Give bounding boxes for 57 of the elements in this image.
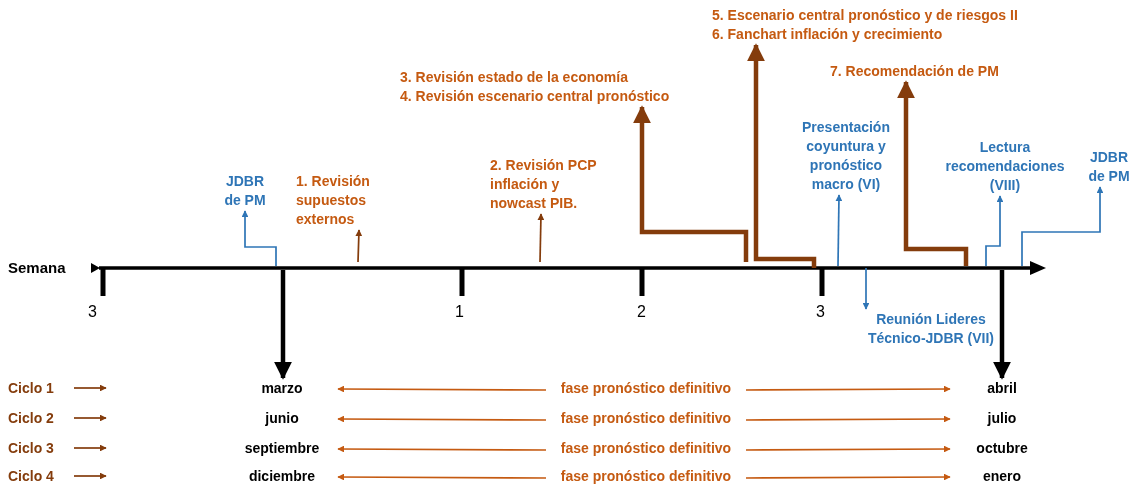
arrow bbox=[897, 80, 969, 266]
arrow bbox=[241, 210, 277, 267]
arrow bbox=[1021, 186, 1104, 267]
event-text: Reunión Lideres Técnico-JDBR (VII) bbox=[856, 310, 1006, 348]
event-text: JDBR de PM bbox=[220, 172, 270, 210]
arrow bbox=[862, 267, 870, 310]
cycle-label: Ciclo 2 bbox=[8, 409, 72, 428]
event-text: Presentación coyuntura y pronóstico macro (VI) bbox=[788, 118, 904, 194]
arrow bbox=[355, 229, 363, 263]
arrow bbox=[745, 473, 951, 481]
month-label: septiembre bbox=[228, 439, 336, 458]
arrow bbox=[993, 270, 1011, 380]
arrow bbox=[633, 105, 749, 262]
event-text: Lectura recomendaciones (VIII) bbox=[930, 138, 1080, 195]
phase-label: fase pronóstico definitivo bbox=[548, 409, 744, 428]
phase-label: fase pronóstico definitivo bbox=[548, 439, 744, 458]
month-label: octubre bbox=[952, 439, 1052, 458]
arrow bbox=[73, 444, 107, 452]
month-label: enero bbox=[952, 467, 1052, 486]
arrow bbox=[337, 415, 547, 423]
arrow bbox=[73, 472, 107, 480]
step-text: 4. Revisión escenario central pronóstico bbox=[400, 87, 671, 106]
arrow bbox=[337, 385, 547, 393]
cycle-label: Ciclo 4 bbox=[8, 467, 72, 486]
month-label: abril bbox=[952, 379, 1052, 398]
tick-label: 3 bbox=[88, 302, 97, 321]
month-label: julio bbox=[952, 409, 1052, 428]
month-label: diciembre bbox=[228, 467, 336, 486]
arrow bbox=[745, 385, 951, 393]
tick-label: 1 bbox=[455, 302, 464, 321]
cycle-label: Ciclo 1 bbox=[8, 379, 72, 398]
arrow bbox=[73, 414, 107, 422]
tick-label: 2 bbox=[637, 302, 646, 321]
phase-label: fase pronóstico definitivo bbox=[548, 379, 744, 398]
phase-label: fase pronóstico definitivo bbox=[548, 467, 744, 486]
step-text: 1. Revisión supuestos externos bbox=[296, 172, 388, 229]
month-label: junio bbox=[228, 409, 336, 428]
arrow bbox=[835, 194, 843, 267]
cycle-label: Ciclo 3 bbox=[8, 439, 72, 458]
step-text: 5. Escenario central pronóstico y de riesgos II bbox=[712, 6, 1019, 25]
arrow bbox=[985, 195, 1004, 267]
arrow bbox=[337, 445, 547, 453]
step-text: 6. Fanchart inflación y crecimiento bbox=[712, 25, 944, 44]
arrow bbox=[745, 445, 951, 453]
arrow bbox=[274, 270, 292, 380]
arrow bbox=[747, 43, 817, 268]
step-text: 2. Revisión PCP inflación y nowcast PIB. bbox=[490, 156, 615, 213]
arrow bbox=[73, 384, 107, 392]
event-text: JDBR de PM bbox=[1084, 148, 1134, 186]
arrow bbox=[745, 415, 951, 423]
step-text: 7. Recomendación de PM bbox=[830, 62, 1050, 81]
tick-label: 3 bbox=[816, 302, 825, 321]
axis-title: Semana bbox=[8, 258, 66, 277]
arrow bbox=[537, 213, 545, 263]
step-text: 3. Revisión estado de la economía bbox=[400, 68, 629, 87]
month-label: marzo bbox=[228, 379, 336, 398]
arrow bbox=[337, 473, 547, 481]
